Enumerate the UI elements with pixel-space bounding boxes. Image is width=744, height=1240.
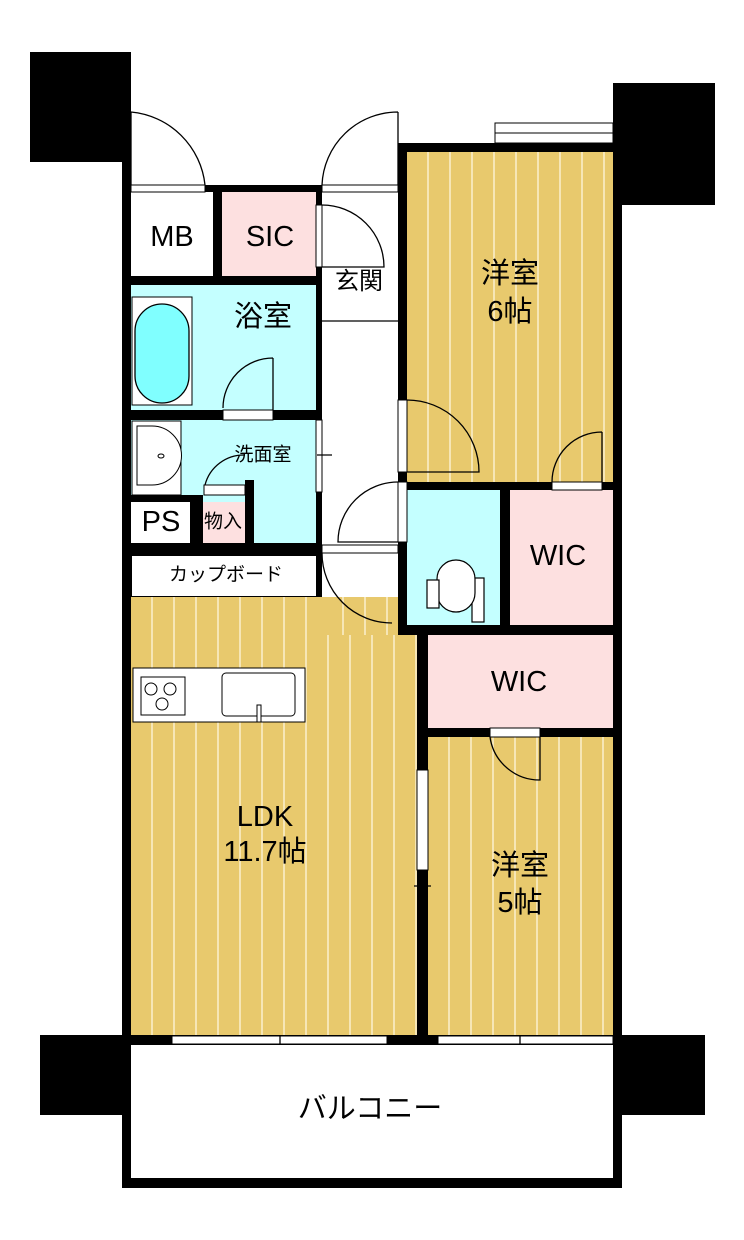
label-washroom: 洗面室 bbox=[234, 444, 292, 466]
wall bbox=[407, 482, 613, 490]
stove-icon bbox=[140, 676, 186, 716]
room-western-6 bbox=[407, 152, 613, 482]
door-swing-icon bbox=[321, 204, 385, 268]
wall bbox=[131, 495, 203, 502]
wall bbox=[190, 502, 203, 543]
room-mb bbox=[131, 192, 213, 276]
wall bbox=[500, 490, 510, 625]
room-wic-1 bbox=[510, 490, 613, 625]
label-ldk-name: LDK bbox=[236, 801, 294, 834]
bathtub-icon bbox=[131, 296, 193, 406]
wall bbox=[213, 192, 222, 276]
door-swing-icon bbox=[489, 736, 541, 781]
door-swings bbox=[130, 111, 603, 1045]
wall bbox=[245, 480, 254, 543]
door-swing-icon bbox=[551, 431, 603, 483]
label-storage: 物入 bbox=[203, 511, 243, 533]
label-ldk-size: 11.7帖 bbox=[223, 836, 307, 869]
label-balcony: バルコニー bbox=[297, 1093, 443, 1126]
label-cupboard: カップボード bbox=[168, 564, 284, 586]
wall bbox=[398, 143, 407, 635]
toilet-icon bbox=[426, 559, 485, 623]
column bbox=[613, 1035, 705, 1115]
door-swing-icon bbox=[130, 111, 206, 186]
label-western5-size: 5帖 bbox=[497, 887, 543, 920]
wall bbox=[122, 1045, 131, 1188]
label-sic: SIC bbox=[245, 221, 295, 254]
door-swing-icon bbox=[337, 481, 399, 543]
label-wic-2: WIC bbox=[490, 666, 548, 699]
column bbox=[40, 1035, 131, 1115]
wall bbox=[122, 1178, 622, 1188]
wall bbox=[122, 160, 131, 1045]
kitchen-counter-icon bbox=[132, 667, 306, 723]
room-washroom-lower bbox=[245, 480, 316, 543]
room-ps bbox=[131, 502, 190, 543]
door-swing-icon bbox=[204, 454, 246, 486]
label-wic-1: WIC bbox=[529, 540, 587, 573]
sink-icon bbox=[131, 420, 182, 496]
label-ps: PS bbox=[141, 506, 181, 539]
label-western6-size: 6帖 bbox=[487, 296, 533, 329]
wall bbox=[316, 185, 322, 597]
room-sic bbox=[222, 192, 316, 276]
column bbox=[613, 83, 715, 205]
wall bbox=[205, 185, 322, 192]
wall bbox=[613, 150, 622, 1040]
door-swing-icon bbox=[321, 111, 399, 186]
wall bbox=[613, 1045, 622, 1188]
label-genkan: 玄関 bbox=[335, 267, 383, 295]
room-wic-2 bbox=[428, 635, 613, 728]
label-western6-name: 洋室 bbox=[480, 258, 540, 291]
label-western5-name: 洋室 bbox=[490, 850, 550, 883]
wall bbox=[398, 625, 622, 635]
label-mb: MB bbox=[150, 221, 194, 254]
wall bbox=[398, 143, 613, 152]
wall bbox=[131, 543, 322, 555]
door-swing-icon bbox=[406, 399, 480, 473]
window bbox=[437, 1035, 614, 1045]
column bbox=[30, 52, 131, 162]
label-bath: 浴室 bbox=[233, 301, 293, 334]
wall bbox=[131, 276, 322, 285]
door-swing-icon bbox=[321, 552, 393, 624]
balcony bbox=[131, 1045, 613, 1178]
room-western-5 bbox=[428, 737, 613, 1035]
room-storage bbox=[203, 502, 245, 543]
door-swing-icon bbox=[222, 357, 274, 410]
